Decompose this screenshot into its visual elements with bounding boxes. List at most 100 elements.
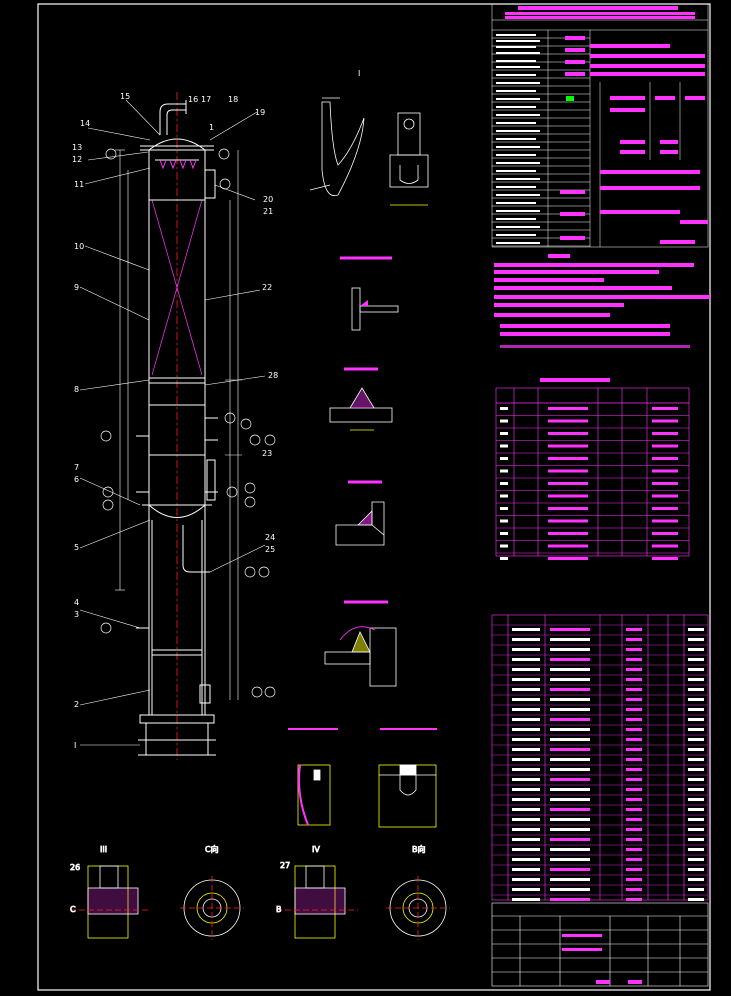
part-label-27: 27 (280, 861, 290, 870)
table-cell (550, 828, 590, 831)
table-cell (512, 758, 540, 761)
table-cell (688, 848, 704, 851)
table-cell (500, 494, 508, 498)
table-cell (688, 748, 704, 751)
view-b: B向 (386, 844, 450, 940)
table-cell (550, 888, 590, 891)
design-data-left-text (496, 34, 540, 244)
table-cell (688, 798, 704, 801)
part-label-19: 19 (255, 108, 265, 117)
table-cell (550, 738, 590, 741)
table-cell (548, 519, 588, 523)
table-cell (512, 828, 540, 831)
table-cell (626, 668, 642, 671)
detail-iv: IV B 27 (276, 845, 358, 939)
detail-i-hook (309, 97, 365, 197)
table-cell (550, 688, 590, 691)
table-cell (626, 678, 642, 681)
table-cell (626, 778, 642, 781)
table-cell (652, 419, 678, 423)
nozzle-cut-detail-2 (378, 728, 437, 828)
table-cell (688, 888, 704, 891)
table-cell (550, 818, 590, 821)
bom-rows (492, 624, 708, 901)
table-cell (626, 718, 642, 721)
table-cell (512, 668, 540, 671)
table-cell (550, 728, 590, 731)
part-label-22: 22 (262, 283, 272, 292)
table-cell (548, 544, 588, 548)
table-cell (626, 708, 642, 711)
part-label-1: 1 (209, 123, 214, 132)
table-cell (550, 648, 590, 651)
section-mark-c: C (70, 905, 76, 914)
table-cell (550, 868, 590, 871)
table-cell (512, 798, 540, 801)
table-cell (500, 557, 508, 560)
section-mark-b: B (276, 905, 282, 914)
part-label-14: 14 (80, 119, 90, 128)
table-cell (626, 658, 642, 661)
table-cell (626, 788, 642, 791)
table-cell (548, 532, 588, 535)
table-cell (550, 858, 590, 861)
table-cell (688, 838, 704, 841)
leader-lines (79, 99, 266, 746)
table-cell (550, 838, 590, 841)
table-cell (500, 469, 508, 473)
table-cell (550, 768, 590, 771)
table-cell (652, 494, 678, 498)
table-cell (626, 828, 642, 831)
weld-detail-1 (340, 256, 399, 331)
table-cell (512, 848, 540, 851)
table-cell (512, 868, 540, 871)
table-cell (550, 708, 590, 711)
table-cell (548, 507, 588, 510)
part-label-15: 15 (120, 92, 130, 101)
table-cell (500, 444, 508, 448)
view-b-title: B向 (412, 844, 426, 854)
nozzle-balloon-icon (100, 148, 276, 698)
table-cell (550, 748, 590, 751)
table-cell (626, 868, 642, 871)
table-cell (512, 858, 540, 861)
detail-i-mark: I (358, 69, 360, 78)
status-indicator (566, 96, 574, 101)
nozzle-table-title (540, 378, 610, 382)
table-cell (550, 638, 590, 641)
nozzle-table-rows (496, 402, 689, 560)
table-cell (512, 838, 540, 841)
view-c: C向 (180, 844, 244, 940)
table-cell (652, 482, 678, 485)
table-cell (512, 788, 540, 791)
table-cell (652, 432, 678, 435)
part-label-7: 7 (74, 463, 79, 472)
table-cell (548, 457, 588, 460)
table-cell (688, 858, 704, 861)
table-cell (626, 648, 642, 651)
table-cell (688, 628, 704, 631)
table-cell (688, 808, 704, 811)
table-cell (550, 758, 590, 761)
part-label-21: 21 (263, 207, 273, 216)
table-cell (626, 838, 642, 841)
part-label-8: 8 (74, 385, 79, 394)
part-label-16: 16 (188, 95, 198, 104)
part-label-3: 3 (74, 610, 79, 619)
table-cell (500, 432, 508, 435)
part-label-20: 20 (263, 195, 273, 204)
table-cell (512, 888, 540, 891)
table-cell (548, 469, 588, 473)
table-cell (652, 544, 678, 548)
table-cell (512, 728, 540, 731)
table-cell (688, 878, 704, 881)
part-label-5: 5 (74, 543, 79, 552)
nozzle-cut-detail-1 (288, 728, 338, 826)
table-cell (688, 868, 704, 871)
part-label-11: 11 (74, 180, 84, 189)
table-cell (548, 557, 588, 560)
title-block (491, 902, 709, 987)
table-cell (688, 898, 704, 901)
table-cell (512, 808, 540, 811)
